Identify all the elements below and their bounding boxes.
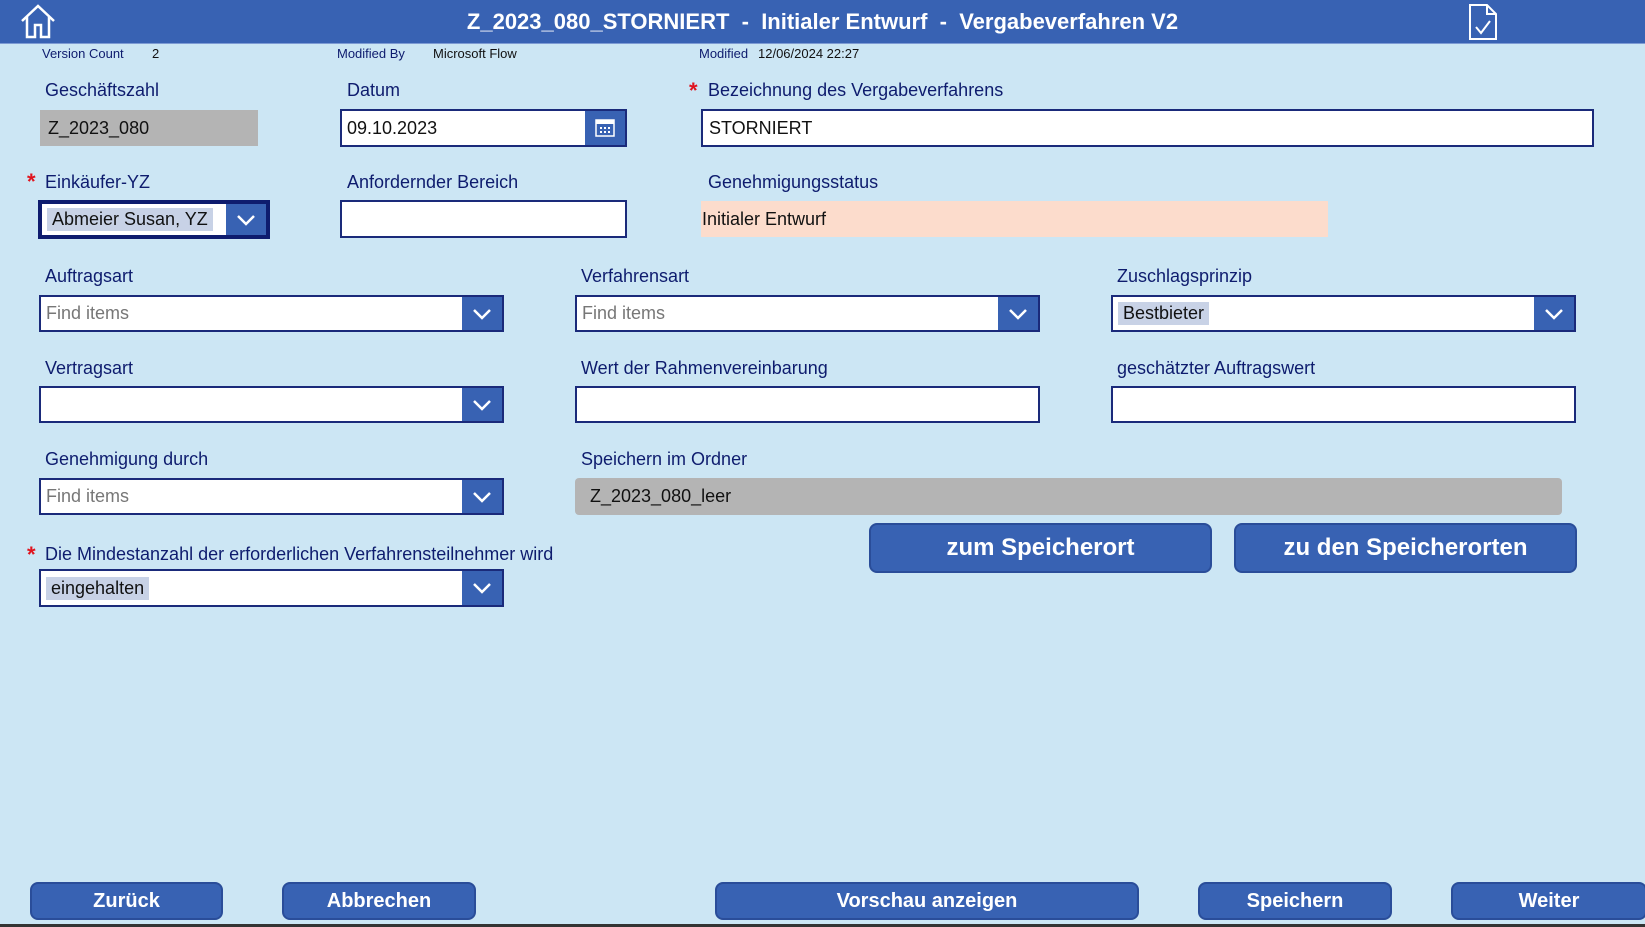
abbrechen-button[interactable]: Abbrechen xyxy=(282,882,476,920)
weiter-button[interactable]: Weiter xyxy=(1451,882,1645,920)
home-icon[interactable] xyxy=(19,3,57,44)
verfahrensart-label: Verfahrensart xyxy=(581,266,690,286)
modified-by-label: Modified By xyxy=(337,46,405,61)
speichern-button[interactable]: Speichern xyxy=(1198,882,1392,920)
genehmigung-dropdown[interactable]: Find items xyxy=(39,478,504,515)
verfahrensart-dropdown[interactable]: Find items xyxy=(575,295,1040,332)
mindest-label: Die Mindestanzahl der erforderlichen Ver… xyxy=(45,544,554,564)
auftragsart-placeholder[interactable]: Find items xyxy=(46,303,130,323)
genehmigung-placeholder[interactable]: Find items xyxy=(46,486,130,506)
status-label: Genehmigungsstatus xyxy=(708,172,879,192)
modified-label: Modified xyxy=(699,46,749,61)
zuschlag-label: Zuschlagsprinzip xyxy=(1117,266,1253,286)
datum-value[interactable]: 09.10.2023 xyxy=(347,117,438,138)
chevron-down-icon[interactable] xyxy=(1534,297,1574,330)
ordner-field: Z_2023_080_leer xyxy=(575,478,1562,515)
mindest-dropdown[interactable]: eingehalten xyxy=(39,569,504,607)
vertragsart-dropdown[interactable] xyxy=(39,386,504,423)
calendar-icon[interactable] xyxy=(585,111,625,145)
document-check-icon[interactable] xyxy=(1468,3,1498,46)
geschaeftszahl-label: Geschäftszahl xyxy=(45,80,160,100)
rahmen-input[interactable] xyxy=(575,386,1040,423)
bottom-edge xyxy=(0,924,1645,927)
bereich-input[interactable] xyxy=(340,200,627,238)
required-mark: * xyxy=(27,542,36,567)
vertragsart-label: Vertragsart xyxy=(45,358,134,378)
datum-picker[interactable]: 09.10.2023 xyxy=(340,109,627,147)
bezeichnung-input[interactable]: STORNIERT xyxy=(701,109,1594,147)
auftragswert-label: geschätzter Auftragswert xyxy=(1117,358,1316,378)
chevron-down-icon[interactable] xyxy=(462,388,502,421)
chevron-down-icon[interactable] xyxy=(998,297,1038,330)
einkaeufer-dropdown[interactable]: Abmeier Susan, YZ xyxy=(38,200,270,239)
zurueck-button[interactable]: Zurück xyxy=(30,882,223,920)
einkaeufer-value: Abmeier Susan, YZ xyxy=(47,208,213,231)
zu-den-speicherorten-button[interactable]: zu den Speicherorten xyxy=(1234,523,1577,573)
geschaeftszahl-field: Z_2023_080 xyxy=(40,110,258,146)
rahmen-label: Wert der Rahmenvereinbarung xyxy=(581,358,828,378)
auftragswert-input[interactable] xyxy=(1111,386,1576,423)
modified-by-value: Microsoft Flow xyxy=(433,46,517,61)
header-bar xyxy=(0,0,1645,44)
ordner-label: Speichern im Ordner xyxy=(581,449,748,469)
version-count-label: Version Count xyxy=(42,46,124,61)
auftragsart-dropdown[interactable]: Find items xyxy=(39,295,504,332)
genehmigung-label: Genehmigung durch xyxy=(45,449,209,469)
required-mark: * xyxy=(689,78,698,103)
datum-label: Datum xyxy=(347,80,401,100)
einkaeufer-label: Einkäufer-YZ xyxy=(45,172,151,192)
zuschlag-value: Bestbieter xyxy=(1118,302,1210,325)
bezeichnung-label: Bezeichnung des Vergabeverfahrens xyxy=(708,80,1004,100)
status-field: Initialer Entwurf xyxy=(701,201,1328,237)
chevron-down-icon[interactable] xyxy=(462,297,502,330)
page-title: Z_2023_080_STORNIERT - Initialer Entwurf… xyxy=(466,9,1179,34)
zuschlag-dropdown[interactable]: Bestbieter xyxy=(1111,295,1576,332)
version-count-value: 2 xyxy=(152,46,160,61)
chevron-down-icon[interactable] xyxy=(462,571,502,605)
required-mark: * xyxy=(27,169,36,194)
verfahrensart-placeholder[interactable]: Find items xyxy=(582,303,666,323)
modified-value: 12/06/2024 22:27 xyxy=(758,46,860,61)
mindest-value: eingehalten xyxy=(46,576,150,600)
vorschau-button[interactable]: Vorschau anzeigen xyxy=(715,882,1139,920)
vertragsart-value[interactable] xyxy=(41,388,462,421)
chevron-down-icon[interactable] xyxy=(226,204,266,235)
zum-speicherort-button[interactable]: zum Speicherort xyxy=(869,523,1212,573)
bereich-label: Anfordernder Bereich xyxy=(347,172,519,192)
chevron-down-icon[interactable] xyxy=(462,480,502,513)
auftragsart-label: Auftragsart xyxy=(45,266,134,286)
